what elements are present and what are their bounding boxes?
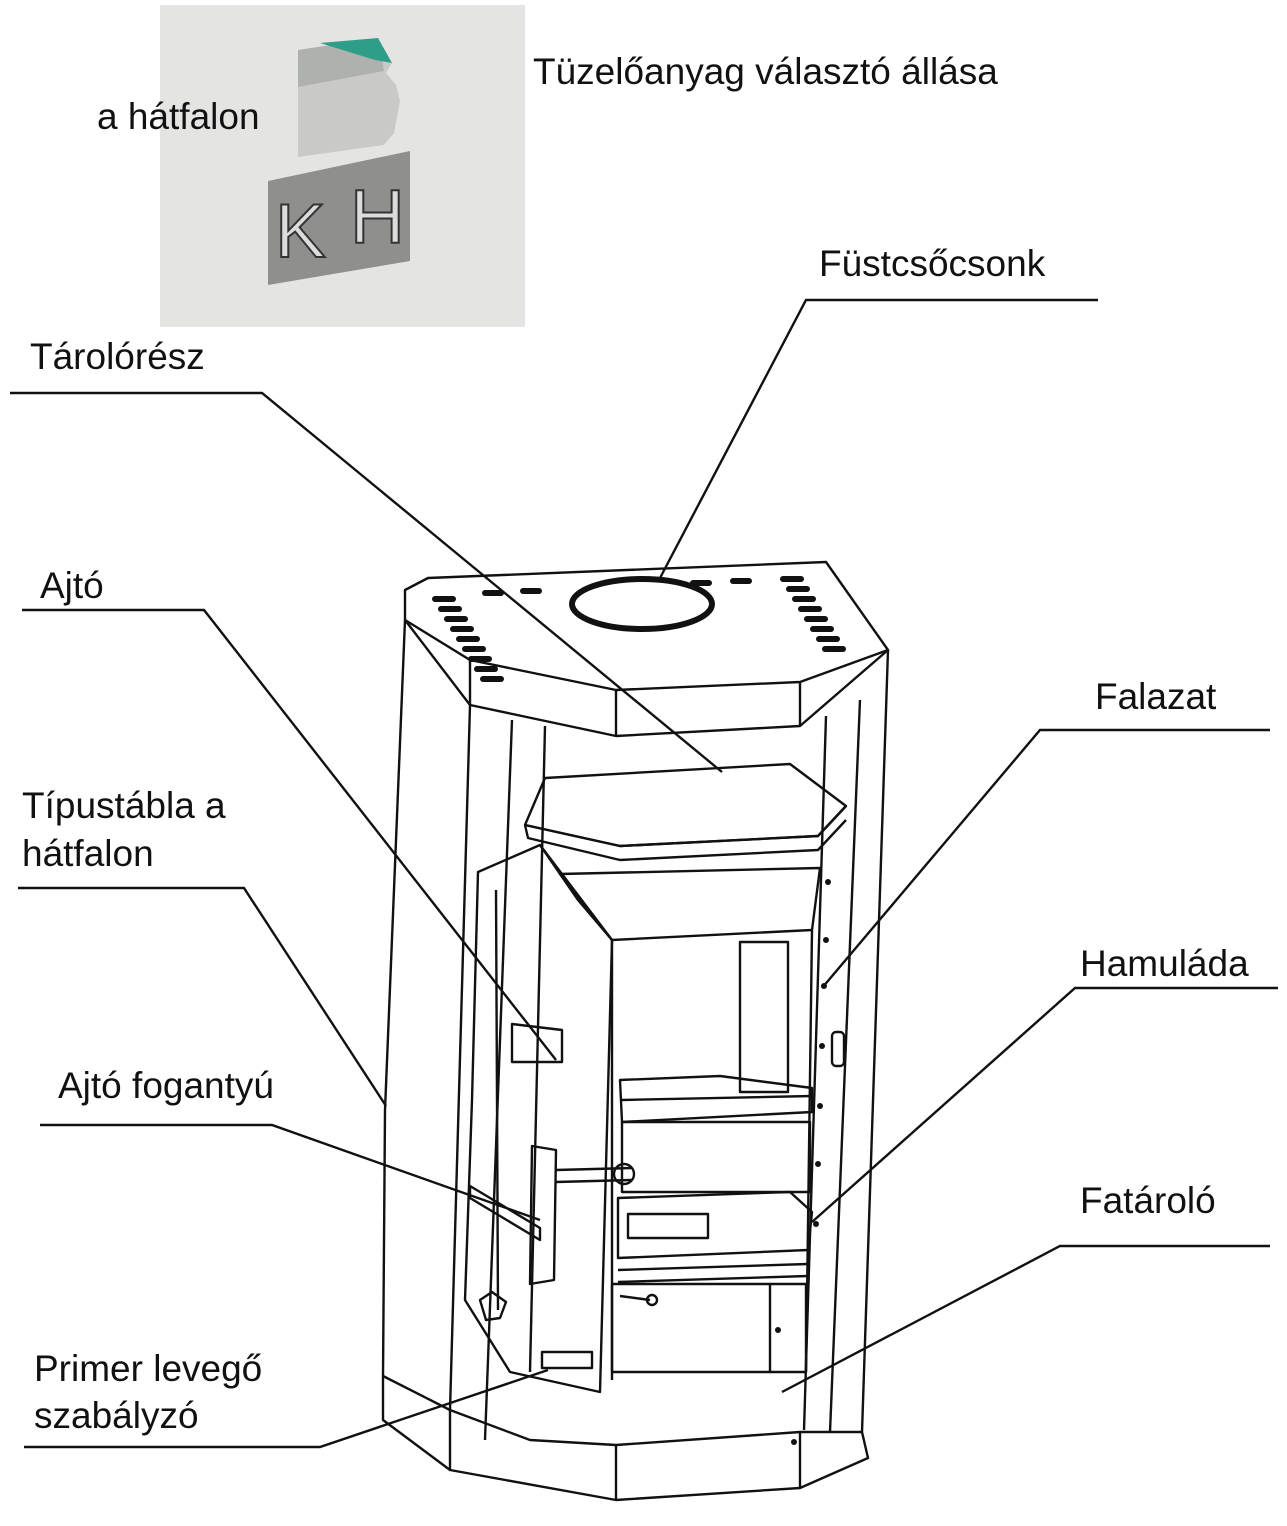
inset-caption-right: Tüzelőanyag választó állása — [533, 51, 998, 92]
stove-door — [463, 843, 614, 1394]
grate — [618, 1074, 814, 1124]
air-regulator — [540, 1350, 594, 1370]
door-handle-plate — [528, 1144, 558, 1286]
leader-fustcsocsonk — [658, 298, 1098, 579]
leader-lines — [10, 298, 1278, 1449]
storage-shelf-thickness — [523, 819, 847, 862]
leader-ajto — [22, 608, 557, 1061]
leader-falazat — [821, 728, 1270, 989]
body-side-edge — [448, 704, 472, 1411]
body-right-inner — [828, 699, 862, 1433]
rosette-ornament — [478, 1290, 508, 1322]
letter-h: H — [350, 175, 405, 260]
letter-k: K — [275, 189, 326, 274]
body-left-frame-inner — [528, 725, 547, 1373]
top-vents — [432, 576, 846, 1445]
storage-shelf-edge — [524, 805, 847, 848]
grate-bar — [621, 1094, 813, 1102]
firebox-top — [558, 866, 822, 942]
leader-primer — [24, 1368, 549, 1449]
rear-vent-row — [482, 578, 752, 596]
label-fatarolo: Fatároló — [1080, 1180, 1216, 1221]
selector-plate — [268, 151, 410, 285]
ash-drawer-handle — [626, 1212, 710, 1240]
door-handle-bar — [555, 1166, 633, 1172]
flue-collar — [569, 576, 715, 632]
ash-chamber — [620, 1120, 812, 1194]
regulator-knob — [645, 1293, 659, 1307]
right-vent-group — [780, 576, 846, 652]
label-tarolo-resz: Tárolórész — [30, 336, 205, 377]
stove-drawing — [381, 560, 890, 1502]
firebox-back-panel — [738, 940, 790, 1094]
storage-shelf — [523, 762, 848, 848]
label-falazat: Falazat — [1095, 676, 1217, 717]
selector-teal-edge — [320, 38, 392, 63]
body-left-edge-lower — [381, 1109, 387, 1377]
leader-ajto-fogantyu — [40, 1123, 541, 1222]
ash-drawer-rail-2 — [617, 1274, 809, 1284]
regulator-rod — [619, 1294, 651, 1302]
door-handle-bar-2 — [555, 1178, 633, 1184]
fuel-selector-inset: K H — [160, 5, 525, 327]
label-primer-line2: szabályzó — [34, 1395, 199, 1436]
label-tipustabla-line1: Típustábla a — [22, 785, 226, 826]
side-lock — [830, 1030, 846, 1068]
label-ajto-fogantyu: Ajtó fogantyú — [58, 1065, 274, 1106]
stove-base — [381, 1374, 870, 1502]
inset-caption-left: a hátfalon — [97, 96, 260, 137]
body-left-edge — [383, 619, 407, 1111]
label-tipustabla-line2: hátfalon — [22, 833, 154, 874]
leader-hamulada — [811, 986, 1278, 1223]
door-latch — [468, 1184, 542, 1242]
door-handle-knob — [612, 1162, 636, 1186]
label-ajto: Ajtó — [40, 565, 104, 606]
label-primer-line1: Primer levegő — [34, 1348, 263, 1389]
ash-drawer — [616, 1190, 814, 1260]
fuel-selector-illustration: K H — [268, 38, 410, 285]
door-inner-edge — [494, 889, 500, 1311]
ash-drawer-rail — [617, 1262, 809, 1272]
wood-storage — [610, 1282, 808, 1374]
body-right-edge — [860, 649, 890, 1433]
body-left-frame — [483, 719, 514, 1441]
leader-tarolo-resz — [10, 391, 723, 773]
type-plate — [510, 1022, 564, 1064]
left-vent-group — [432, 596, 504, 682]
label-fustcsocsonk: Füstcsőcsonk — [819, 243, 1046, 284]
door-top-edge — [539, 844, 613, 941]
leader-fatarolo — [781, 1244, 1270, 1394]
label-hamulada: Hamuláda — [1080, 943, 1249, 984]
side-rivets — [775, 879, 831, 1445]
leader-tipustabla — [18, 886, 388, 1107]
